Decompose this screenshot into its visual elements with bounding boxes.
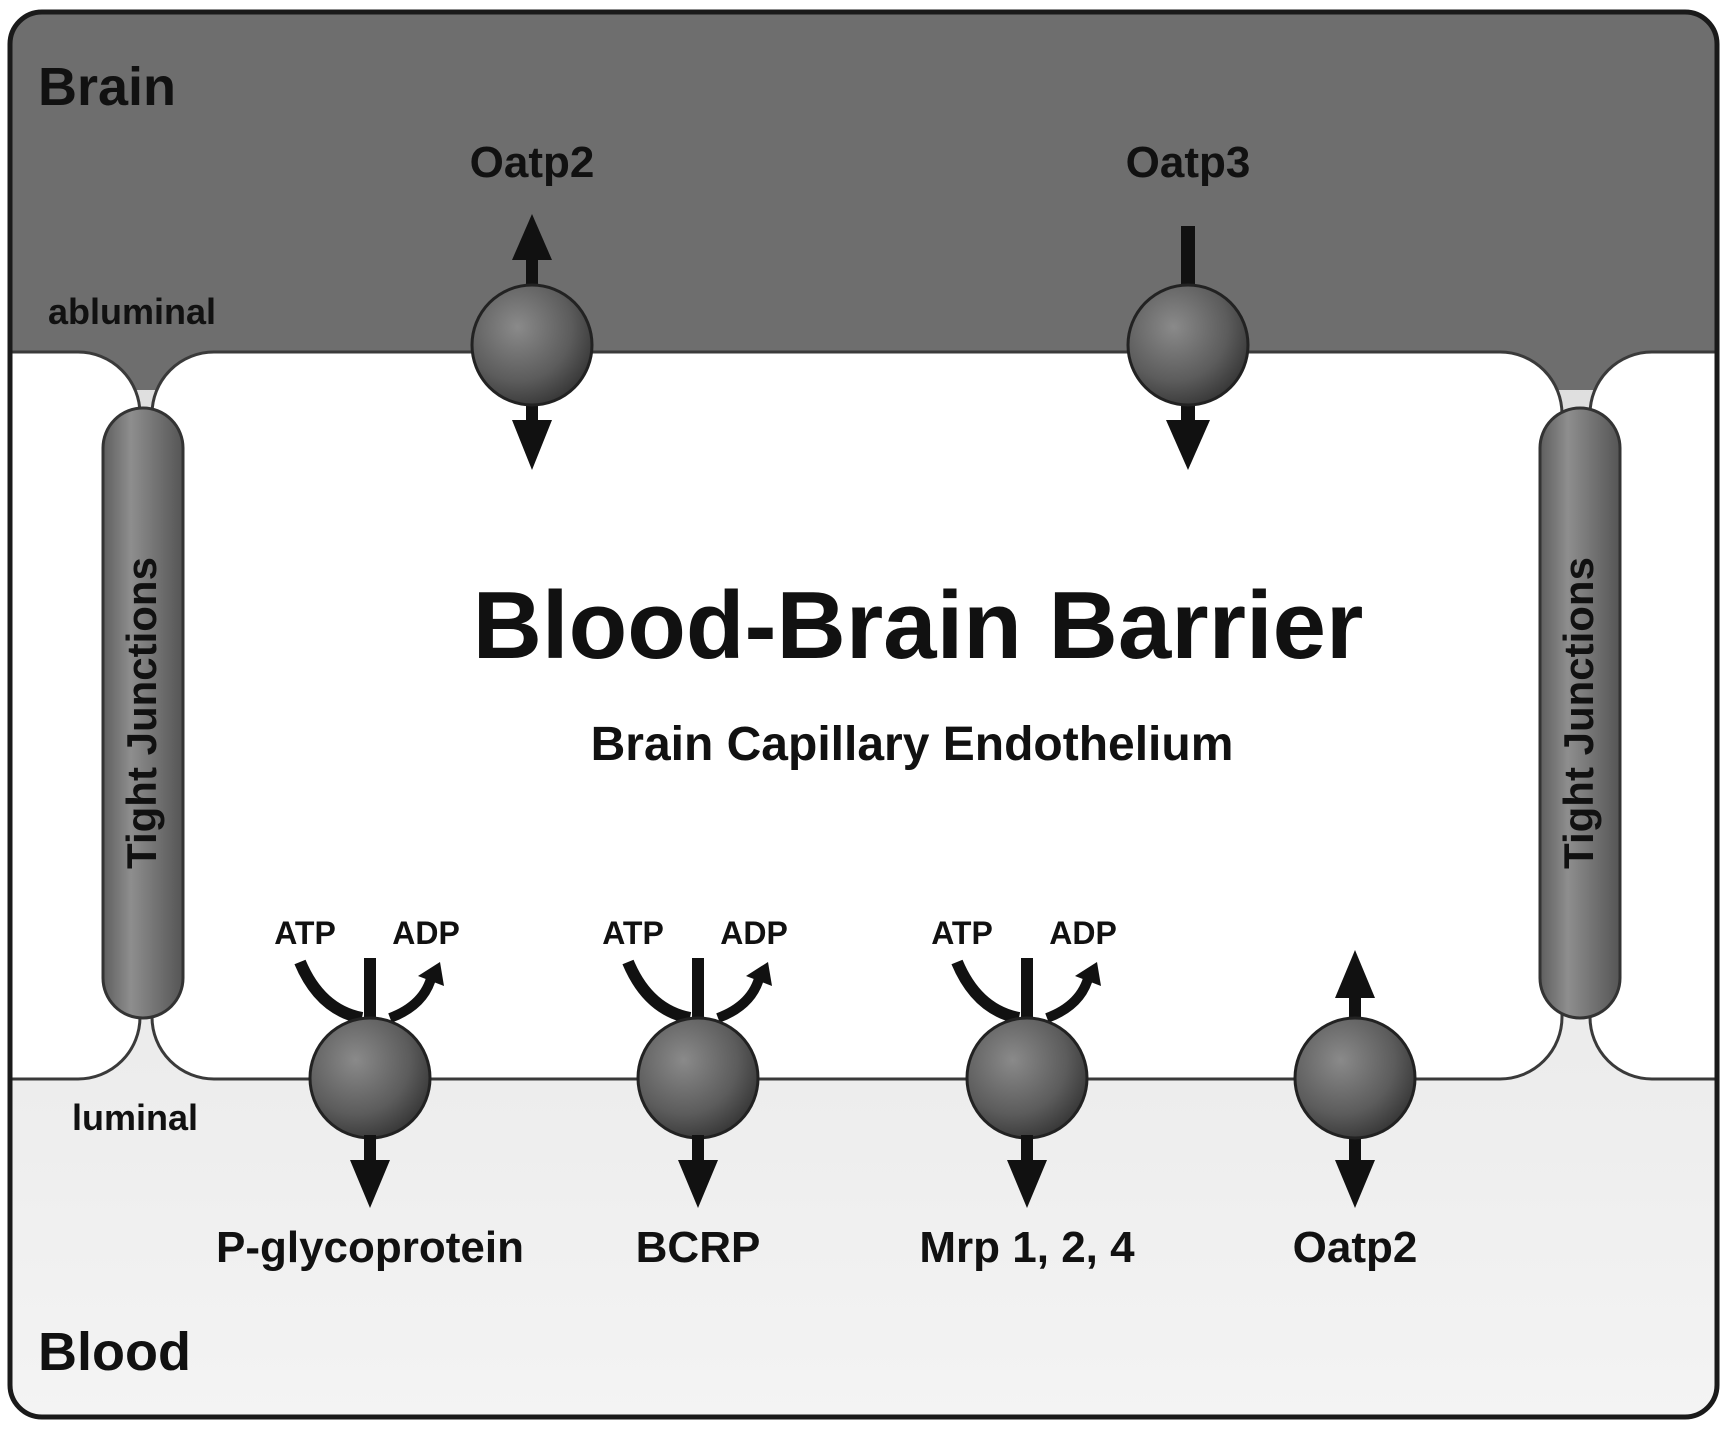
transporter-oatp2-abluminal: Oatp2 [470, 138, 595, 470]
tight-junctions-left-label: Tight Junctions [118, 557, 165, 869]
transporter-sphere [1126, 283, 1250, 407]
transporter-bcrp: ATP ADP BCRP [602, 915, 788, 1272]
brain-region [10, 12, 1717, 390]
atp-label-1: ATP [274, 915, 336, 951]
abluminal-label: abluminal [48, 291, 216, 332]
transporter-mrp: ATP ADP Mrp 1, 2, 4 [919, 915, 1135, 1272]
oatp2-luminal-label: Oatp2 [1293, 1223, 1418, 1272]
efflux-arrow-icon [1007, 1135, 1047, 1208]
adp-label-2: ADP [720, 915, 788, 951]
mrp-label: Mrp 1, 2, 4 [919, 1223, 1135, 1272]
transporter-oatp2-luminal: Oatp2 [1293, 950, 1418, 1272]
transporter-sphere [470, 283, 594, 407]
adp-label-3: ADP [1049, 915, 1117, 951]
adp-label-1: ADP [392, 915, 460, 951]
oatp3-abluminal-label: Oatp3 [1126, 138, 1251, 187]
diagram-frame [7, 9, 1720, 1420]
luminal-label: luminal [72, 1097, 198, 1138]
blood-label: Blood [38, 1322, 191, 1382]
tight-junction-left [101, 406, 185, 1020]
diagram-subtitle: Brain Capillary Endothelium [591, 718, 1234, 771]
transporter-oatp3-abluminal: Oatp3 [1126, 138, 1251, 470]
bidirectional-arrow-icon [1335, 950, 1375, 1208]
bcrp-label: BCRP [636, 1223, 761, 1272]
tight-junctions-right-label: Tight Junctions [1555, 557, 1602, 869]
efflux-arrow-icon [350, 1135, 390, 1208]
atp-hydrolysis-icon [294, 958, 444, 1024]
transporter-sphere [965, 1016, 1089, 1140]
atp-hydrolysis-icon [951, 958, 1101, 1024]
transporter-sphere [308, 1016, 432, 1140]
tight-junction-right [1538, 406, 1622, 1020]
atp-label-2: ATP [602, 915, 664, 951]
transporter-sphere [1293, 1016, 1417, 1140]
oatp2-abluminal-label: Oatp2 [470, 138, 595, 187]
p-glycoprotein-label: P-glycoprotein [216, 1223, 524, 1272]
brain-label: Brain [38, 57, 176, 117]
transporter-sphere [636, 1016, 760, 1140]
atp-label-3: ATP [931, 915, 993, 951]
atp-hydrolysis-icon [622, 958, 772, 1024]
efflux-arrow-icon [678, 1135, 718, 1208]
transporter-p-glycoprotein: ATP ADP P-glycoprotein [216, 915, 524, 1272]
diagram-title: Blood-Brain Barrier [473, 572, 1364, 679]
